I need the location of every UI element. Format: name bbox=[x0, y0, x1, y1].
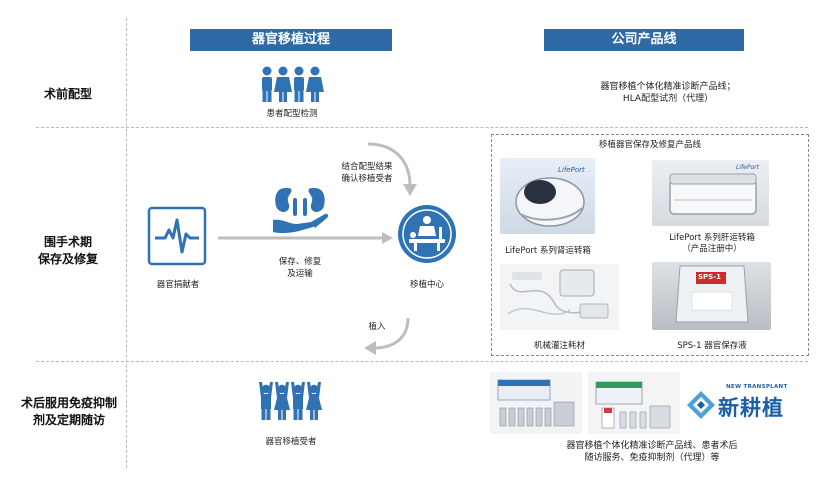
logo-big-text: 新耕植 bbox=[718, 396, 784, 420]
post-product-text: 器官移植个体化精准诊断产品线、患者术后 随访服务、免疫抑制剂（代理）等 bbox=[492, 440, 812, 464]
implant-curved-arrow bbox=[364, 317, 410, 355]
pre-product-text: 器官移植个体化精准诊断产品线； HLA配型试剂（代理） bbox=[536, 81, 800, 105]
lifeport-liver-photo: LifePort bbox=[652, 160, 769, 226]
pre-product-line2: HLA配型试剂（代理） bbox=[622, 94, 714, 104]
sps1-brand: SPS-1 bbox=[698, 273, 721, 281]
stage-peri-line1: 围手术期 bbox=[43, 235, 92, 249]
process-header: 器官移植过程 bbox=[190, 29, 392, 51]
stage-post-line2: 剂及定期随访 bbox=[32, 413, 105, 427]
post-product-line1: 器官移植个体化精准诊断产品线、患者术后 bbox=[566, 441, 738, 451]
implant-label: 植入 bbox=[368, 322, 386, 332]
product-box-title: 移植器官保存及修复产品线 bbox=[598, 140, 701, 150]
match-text: 结合配型结果 确认移植受者 bbox=[322, 161, 412, 185]
patients-group-icon bbox=[262, 66, 324, 102]
transplant-center-icon bbox=[398, 205, 456, 263]
lifeport-liver-brand: LifePort bbox=[736, 164, 759, 171]
stage-post-line1: 术后服用免疫抑制 bbox=[20, 396, 117, 410]
organ-caption-line2: 及运输 bbox=[287, 269, 313, 279]
heart-monitor-icon bbox=[147, 206, 207, 266]
match-line1: 结合配型结果 bbox=[341, 162, 393, 172]
post-product-line2: 随访服务、免疫抑制剂（代理）等 bbox=[584, 453, 720, 463]
donor-caption: 器官捐献者 bbox=[156, 280, 200, 290]
diagnostic-kit-photo-1 bbox=[490, 372, 582, 434]
match-line2: 确认移植受者 bbox=[341, 174, 393, 184]
organ-caption-line1: 保存、修复 bbox=[278, 257, 322, 267]
product-2-label-line2: （产品注册中） bbox=[682, 244, 742, 254]
company-logo: NEW TRANSPLANT 新耕植 bbox=[684, 372, 790, 434]
stage-pre-label: 术前配型 bbox=[43, 87, 92, 101]
preservation-product-box bbox=[491, 134, 809, 356]
stage-peri-line2: 保存及修复 bbox=[37, 252, 98, 266]
organ-caption: 保存、修复 及运输 bbox=[250, 256, 350, 280]
lifeport-kidney-photo: LifePort bbox=[500, 158, 595, 234]
company-logo-icon bbox=[687, 391, 715, 419]
product-2-label: LifePort 系列肝运转箱 （产品注册中） bbox=[650, 233, 774, 255]
sps1-solution-photo: SPS-1 bbox=[652, 262, 771, 330]
row-divider-2 bbox=[36, 361, 808, 362]
product-4-label: SPS-1 器官保存液 bbox=[677, 341, 747, 351]
stage-post-label: 术后服用免疫抑制 剂及定期随访 bbox=[14, 395, 124, 429]
recipient-caption: 器官移植受者 bbox=[265, 437, 317, 447]
products-header: 公司产品线 bbox=[544, 29, 744, 51]
center-caption: 移植中心 bbox=[409, 280, 444, 290]
diagnostic-kit-photo-2 bbox=[588, 372, 680, 434]
perfusion-consumables-photo bbox=[500, 264, 619, 330]
organ-hand-icon bbox=[273, 188, 329, 234]
product-2-label-line1: LifePort 系列肝运转箱 bbox=[669, 233, 755, 243]
lifeport-kidney-brand: LifePort bbox=[558, 166, 585, 174]
patient-test-caption: 患者配型检测 bbox=[266, 109, 318, 119]
row-divider-1 bbox=[36, 127, 808, 128]
transport-arrow bbox=[218, 232, 393, 244]
recipients-group-icon bbox=[259, 382, 322, 420]
match-curved-arrow bbox=[367, 142, 417, 196]
stage-peri-label: 围手术期 保存及修复 bbox=[20, 234, 116, 268]
column-divider bbox=[126, 18, 127, 468]
pre-product-line1: 器官移植个体化精准诊断产品线； bbox=[600, 82, 736, 92]
logo-small-text: NEW TRANSPLANT bbox=[726, 384, 788, 390]
product-3-label: 机械灌注耗材 bbox=[533, 341, 585, 351]
product-1-label: LifePort 系列肾运转箱 bbox=[505, 246, 591, 256]
